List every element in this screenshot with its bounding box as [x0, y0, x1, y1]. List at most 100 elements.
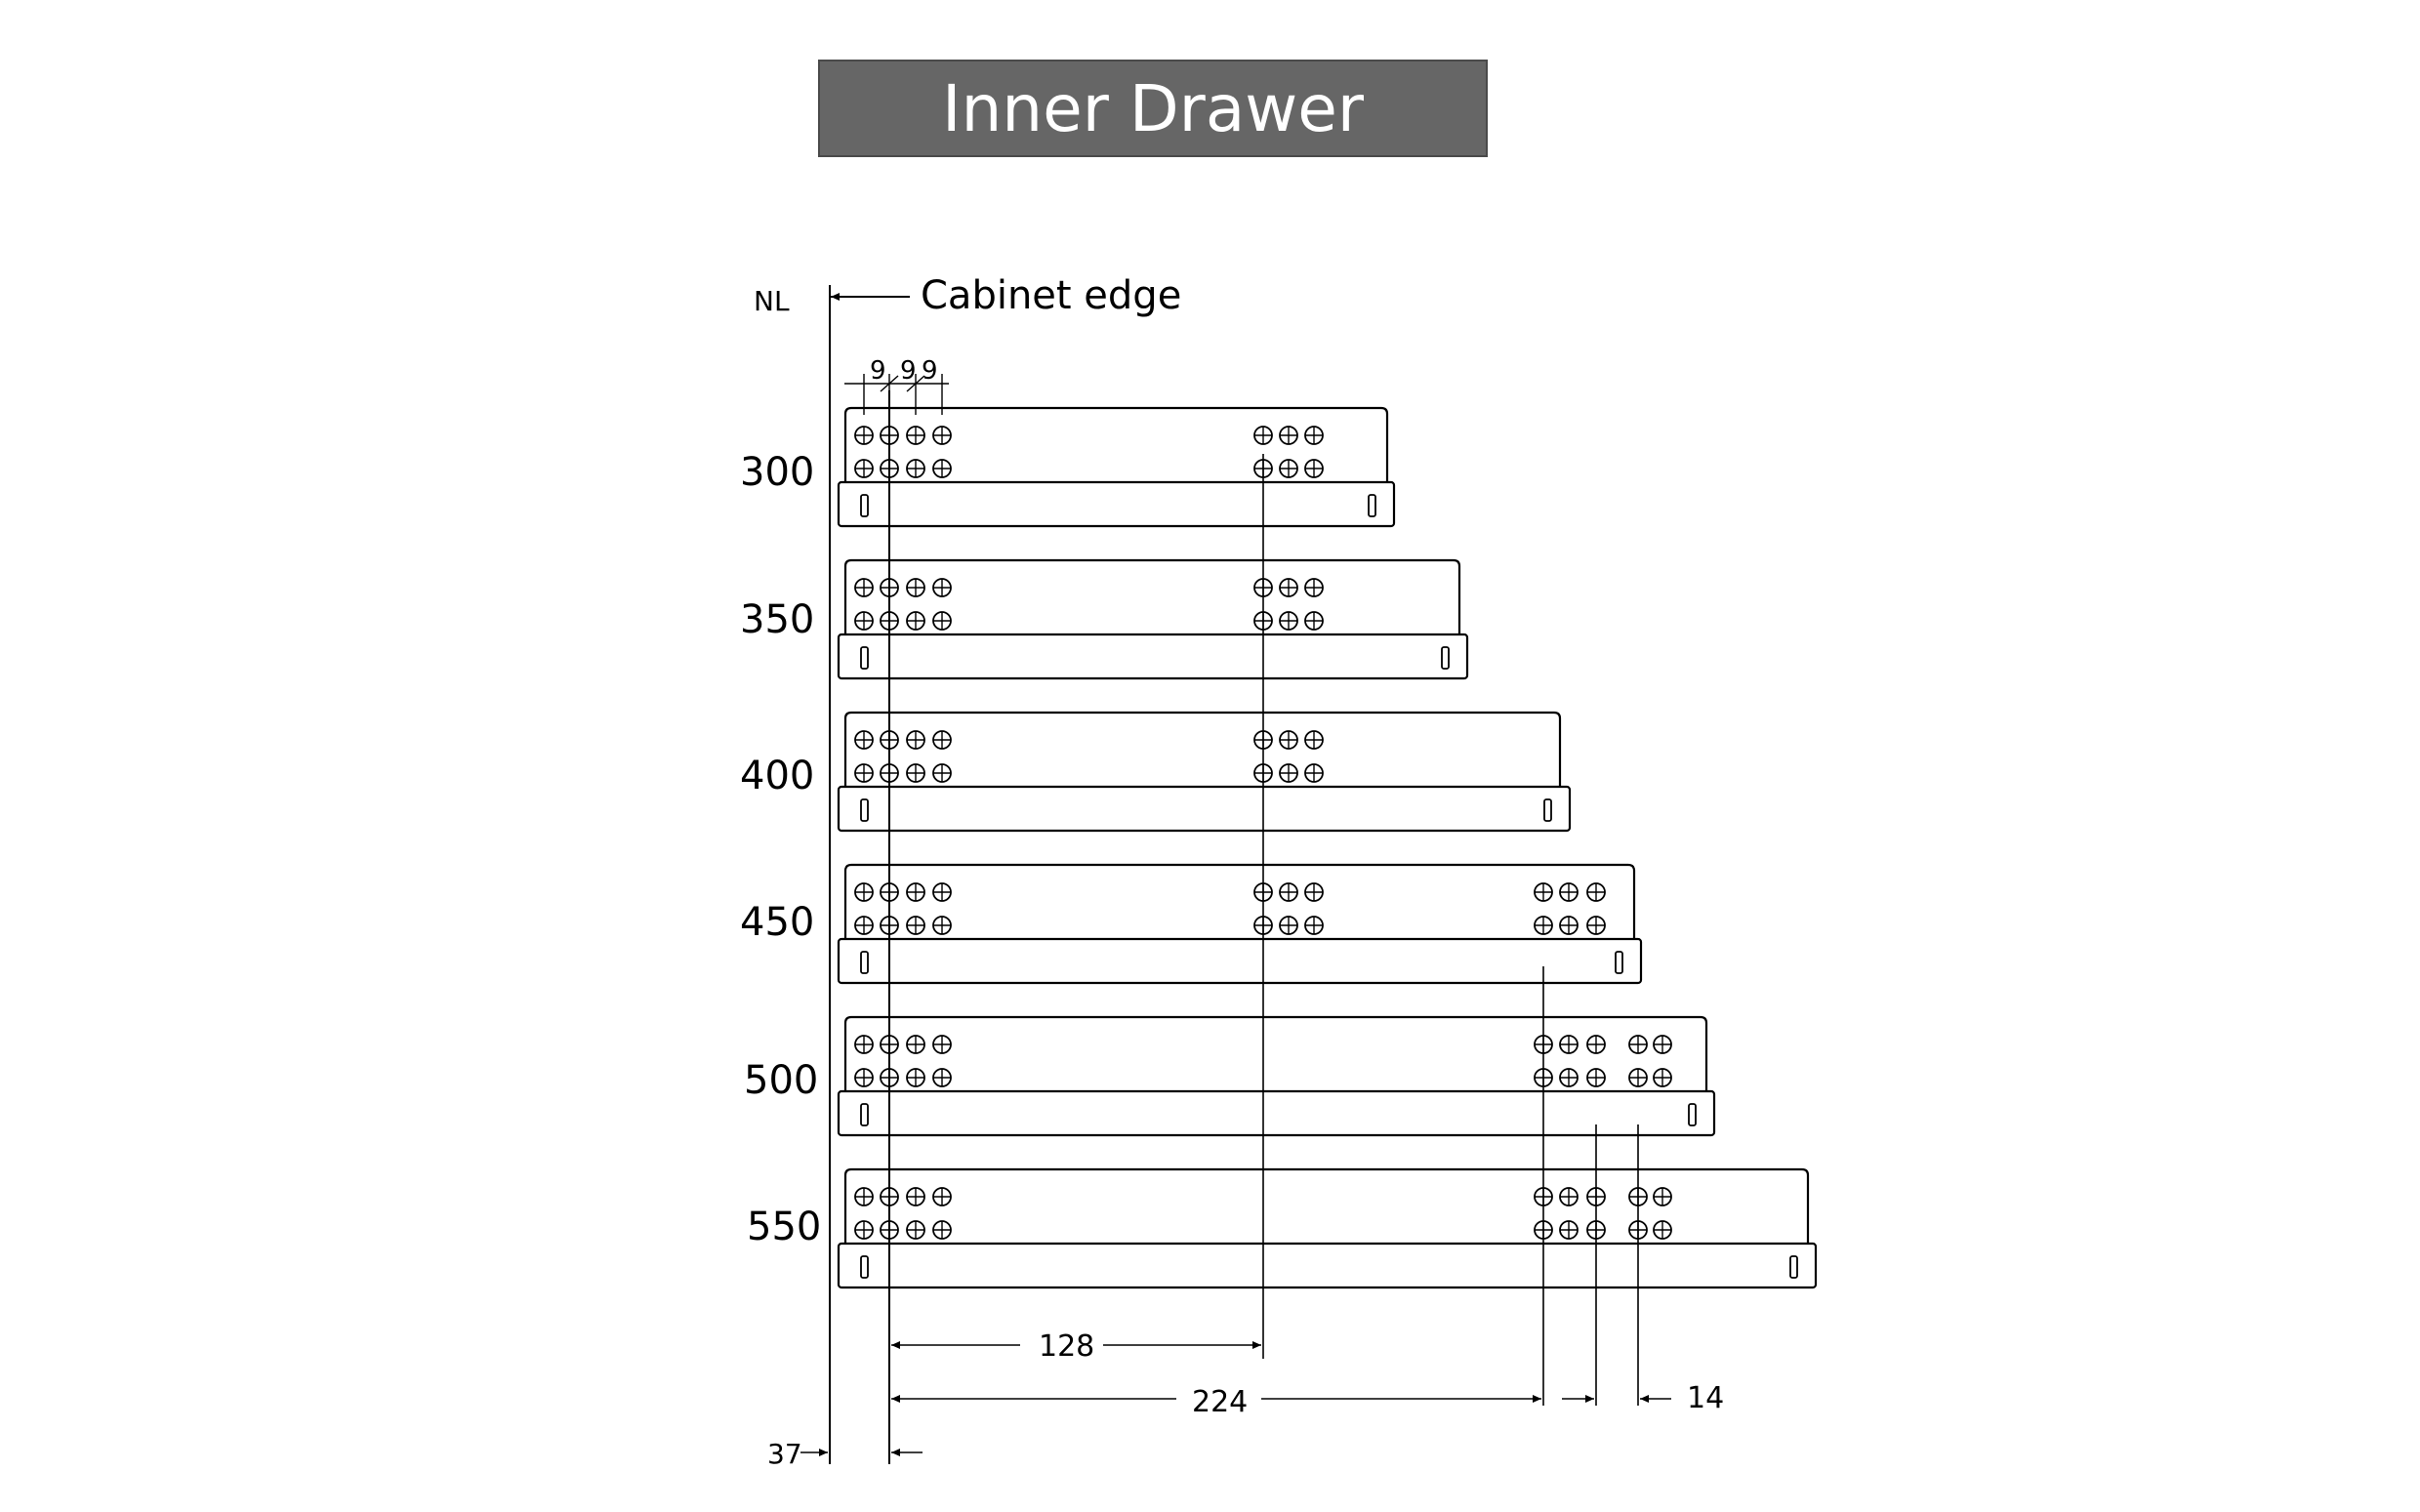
- mount-hole: [1279, 730, 1298, 750]
- mount-hole: [906, 1068, 925, 1087]
- mount-hole: [854, 763, 874, 783]
- drawer-runner-rail: [837, 1242, 1818, 1289]
- mount-hole: [906, 1220, 925, 1240]
- mount-hole: [906, 611, 925, 631]
- mount-hole: [854, 1035, 874, 1054]
- mount-hole: [1628, 1068, 1648, 1087]
- mount-hole: [1304, 578, 1324, 597]
- mount-hole: [854, 426, 874, 445]
- mount-hole: [1279, 611, 1298, 631]
- mount-hole: [932, 578, 952, 597]
- mount-hole: [932, 730, 952, 750]
- dimension-224: 224: [891, 1385, 1541, 1419]
- dim-14-label: 14: [1687, 1381, 1724, 1415]
- front-slot: [860, 1255, 869, 1279]
- mount-hole: [854, 1187, 874, 1206]
- mount-hole: [906, 1187, 925, 1206]
- rear-slot: [1688, 1103, 1697, 1126]
- mount-hole: [1304, 611, 1324, 631]
- mount-hole: [1559, 1187, 1579, 1206]
- mount-hole: [906, 578, 925, 597]
- drawer-size-label: 400: [740, 754, 814, 798]
- mount-hole: [1253, 426, 1273, 445]
- dim-128-label: 128: [1039, 1329, 1094, 1364]
- drawer-row: 450: [740, 863, 1643, 985]
- mount-hole: [932, 459, 952, 478]
- mount-hole: [1304, 916, 1324, 935]
- drawer-runner-rail: [837, 937, 1643, 985]
- mount-hole: [854, 578, 874, 597]
- pitch-label-1: 9: [870, 356, 886, 386]
- mount-hole: [1304, 426, 1324, 445]
- drawer-side-panel: [843, 558, 1461, 634]
- mount-hole: [932, 1035, 952, 1054]
- mount-hole: [1653, 1035, 1672, 1054]
- mount-hole: [932, 426, 952, 445]
- mount-hole: [906, 882, 925, 902]
- rear-slot: [1543, 798, 1552, 822]
- mount-hole: [854, 611, 874, 631]
- mount-hole: [932, 611, 952, 631]
- page-title: Inner Drawer: [942, 70, 1364, 146]
- mount-hole: [854, 1220, 874, 1240]
- mount-hole: [1628, 1035, 1648, 1054]
- mount-hole: [1559, 882, 1579, 902]
- mount-hole: [854, 459, 874, 478]
- mount-hole: [1586, 882, 1606, 902]
- mount-hole: [1559, 1220, 1579, 1240]
- drawer-size-label: 450: [740, 900, 814, 945]
- mount-hole: [1586, 1068, 1606, 1087]
- dimension-14: 14: [1562, 1381, 1724, 1415]
- mount-hole: [906, 916, 925, 935]
- mount-hole: [906, 426, 925, 445]
- mount-hole: [1586, 916, 1606, 935]
- drawer-size-label: 350: [740, 597, 814, 642]
- drawer-row: 300: [740, 406, 1396, 528]
- drawer-runner-rail: [837, 480, 1396, 528]
- mount-hole: [1653, 1220, 1672, 1240]
- mount-hole: [854, 1068, 874, 1087]
- drawer-row: 500: [744, 1015, 1716, 1137]
- mount-hole: [906, 730, 925, 750]
- dimension-37: 37: [767, 1438, 923, 1470]
- mount-hole: [1559, 1035, 1579, 1054]
- mount-hole: [932, 1220, 952, 1240]
- mount-hole: [1534, 882, 1553, 902]
- mount-hole: [854, 730, 874, 750]
- rear-slot: [1441, 646, 1450, 670]
- mount-hole: [906, 459, 925, 478]
- drawer-side-panel: [843, 863, 1636, 939]
- rear-slot: [1789, 1255, 1798, 1279]
- cabinet-edge-label: Cabinet edge: [921, 273, 1181, 318]
- mount-hole: [1534, 916, 1553, 935]
- drawer-size-label: 500: [744, 1058, 818, 1103]
- pitch-label-2: 9: [900, 356, 917, 386]
- mount-hole: [932, 763, 952, 783]
- mount-hole: [1653, 1068, 1672, 1087]
- mount-hole: [1279, 763, 1298, 783]
- pitch-label-3: 9: [922, 356, 938, 386]
- mount-hole: [906, 763, 925, 783]
- mount-hole: [1304, 763, 1324, 783]
- dim-37-label: 37: [767, 1438, 802, 1470]
- mount-hole: [906, 1035, 925, 1054]
- mount-hole: [932, 1068, 952, 1087]
- rear-slot: [1368, 494, 1376, 517]
- front-slot: [860, 646, 869, 670]
- mount-hole: [1279, 426, 1298, 445]
- drawer-side-panel: [843, 1015, 1708, 1091]
- mount-hole: [1559, 1068, 1579, 1087]
- nl-label: NL: [754, 285, 790, 317]
- drawer-runner-rail: [837, 1089, 1716, 1137]
- mount-hole: [854, 916, 874, 935]
- mount-hole: [1304, 730, 1324, 750]
- mount-hole: [1559, 916, 1579, 935]
- dimension-128: 128: [891, 1329, 1261, 1364]
- drawer-runner-rail: [837, 785, 1572, 833]
- drawer-side-panel: [843, 711, 1562, 787]
- drawer-runner-rail: [837, 633, 1469, 680]
- front-slot: [860, 798, 869, 822]
- mount-hole: [1279, 578, 1298, 597]
- rear-slot: [1615, 951, 1623, 974]
